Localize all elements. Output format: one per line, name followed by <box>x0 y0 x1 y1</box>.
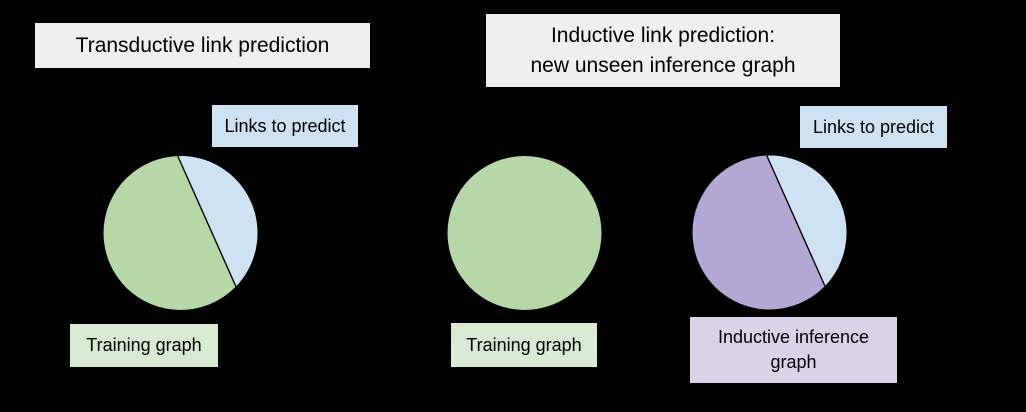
inductive-training-graph-group <box>447 156 602 310</box>
training-graph-label-left: Training graph <box>70 324 218 367</box>
segment-chord-right <box>766 155 826 287</box>
training-graph-label-middle: Training graph <box>451 323 597 367</box>
training-graph-circle-middle <box>447 156 602 310</box>
links-to-predict-segment-right <box>766 155 847 286</box>
inductive-inference-graph-group <box>692 155 847 310</box>
title-inductive-link-prediction: Inductive link prediction: new unseen in… <box>486 14 840 87</box>
inductive-inference-graph-label: Inductive inference graph <box>690 317 897 383</box>
transductive-graph-group <box>103 155 258 310</box>
links-to-predict-label-right: Links to predict <box>800 106 947 148</box>
title-transductive-link-prediction: Transductive link prediction <box>35 23 370 68</box>
links-to-predict-label-left: Links to predict <box>212 105 358 147</box>
links-to-predict-segment-left <box>177 156 258 287</box>
segment-chord-left <box>177 155 237 287</box>
